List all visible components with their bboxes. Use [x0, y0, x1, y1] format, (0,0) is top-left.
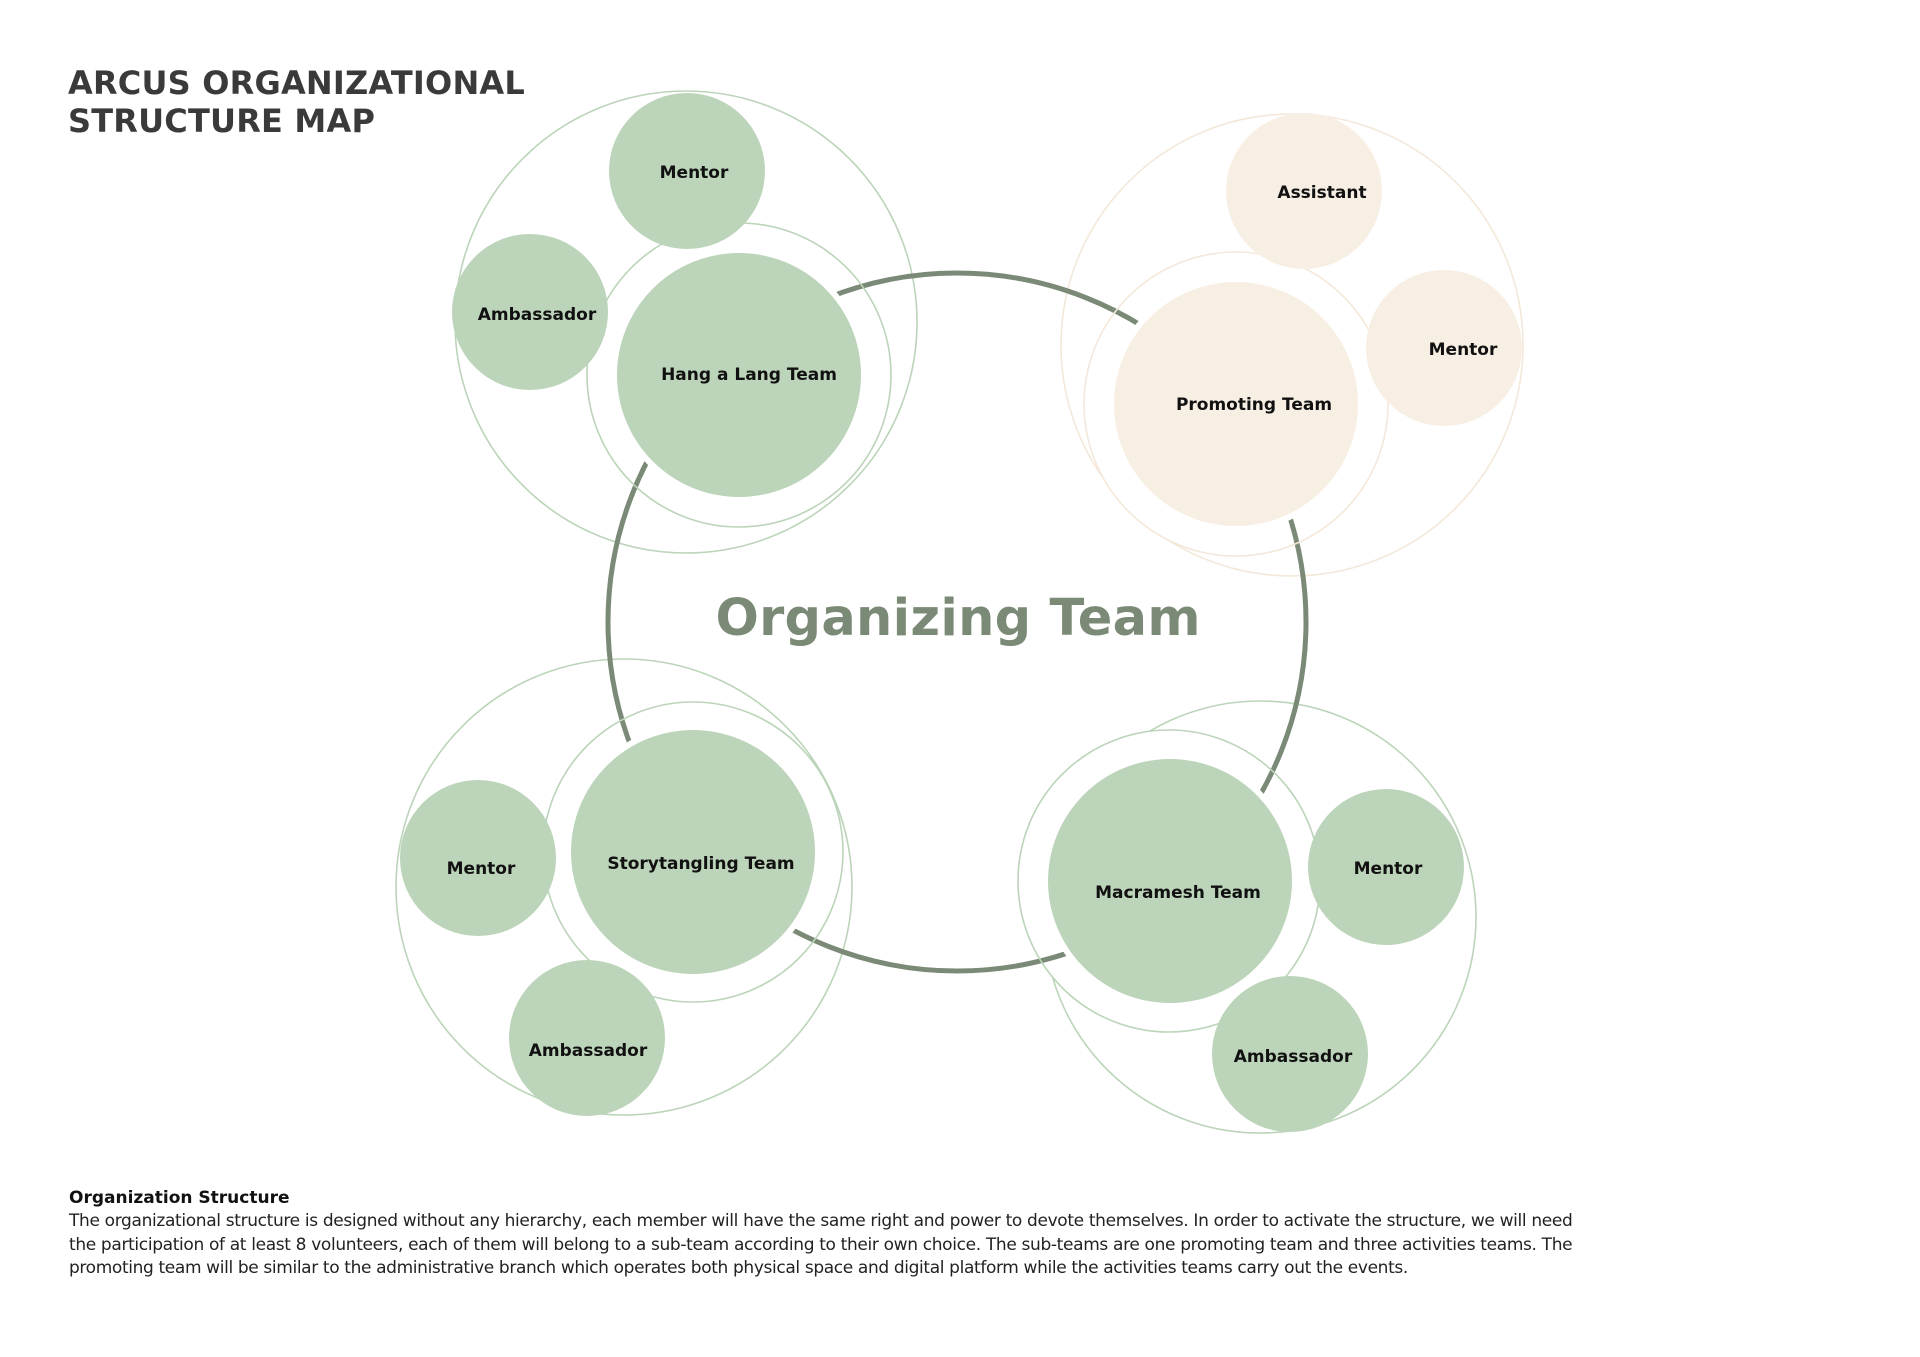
macramesh-member-ambassador[interactable]: Ambassador [1212, 976, 1368, 1132]
team-circle [1048, 759, 1292, 1003]
macramesh-member-mentor[interactable]: Mentor [1308, 789, 1464, 945]
member-circle [452, 234, 608, 390]
member-label: Assistant [1277, 183, 1366, 203]
page-title: ARCUS ORGANIZATIONAL STRUCTURE MAP [68, 64, 525, 140]
team-circle [1114, 282, 1358, 526]
promoting-member-mentor[interactable]: Mentor [1366, 270, 1522, 426]
member-circle [1308, 789, 1464, 945]
member-label: Mentor [447, 859, 516, 879]
description-line: The organizational structure is designed… [69, 1211, 1573, 1231]
description-heading: Organization Structure [69, 1188, 290, 1208]
team-label: Hang a Lang Team [661, 365, 837, 385]
team-circle [617, 253, 861, 497]
member-label: Ambassador [1234, 1047, 1353, 1067]
description-line: promoting team will be similar to the ad… [69, 1258, 1408, 1278]
title-line-2: STRUCTURE MAP [68, 102, 376, 140]
description-block: Organization Structure The organizationa… [69, 1186, 1869, 1281]
member-circle [509, 960, 665, 1116]
member-label: Mentor [1354, 859, 1423, 879]
member-label: Mentor [660, 163, 729, 183]
team-storytangling[interactable]: Storytangling Team [571, 730, 815, 974]
team-macramesh[interactable]: Macramesh Team [1048, 759, 1292, 1003]
promoting-member-assistant[interactable]: Assistant [1226, 113, 1382, 269]
organizing-team-ring [605, 270, 1309, 974]
member-label: Ambassador [478, 305, 597, 325]
hang-a-lang-member-ambassador[interactable]: Ambassador [452, 234, 608, 390]
storytangling-member-mentor[interactable]: Mentor [400, 780, 556, 936]
team-hang-a-lang[interactable]: Hang a Lang Team [617, 253, 861, 497]
member-circle [400, 780, 556, 936]
team-label: Macramesh Team [1095, 883, 1261, 903]
team-label: Promoting Team [1176, 395, 1332, 415]
title-line-1: ARCUS ORGANIZATIONAL [68, 64, 525, 102]
member-circle [1366, 270, 1522, 426]
hang-a-lang-member-mentor[interactable]: Mentor [609, 93, 765, 249]
member-circle [1212, 976, 1368, 1132]
member-circle [1226, 113, 1382, 269]
team-circle [571, 730, 815, 974]
member-label: Mentor [1429, 340, 1498, 360]
storytangling-group-arc [395, 658, 853, 1116]
promoting-ring [1083, 251, 1389, 557]
member-circle [609, 93, 765, 249]
member-label: Ambassador [529, 1041, 648, 1061]
description-line: the participation of at least 8 voluntee… [69, 1234, 1573, 1255]
team-promoting[interactable]: Promoting Team [1114, 282, 1358, 526]
organizing-team-label: Organizing Team [716, 589, 1201, 648]
storytangling-member-ambassador[interactable]: Ambassador [509, 960, 665, 1116]
team-label: Storytangling Team [607, 854, 794, 874]
